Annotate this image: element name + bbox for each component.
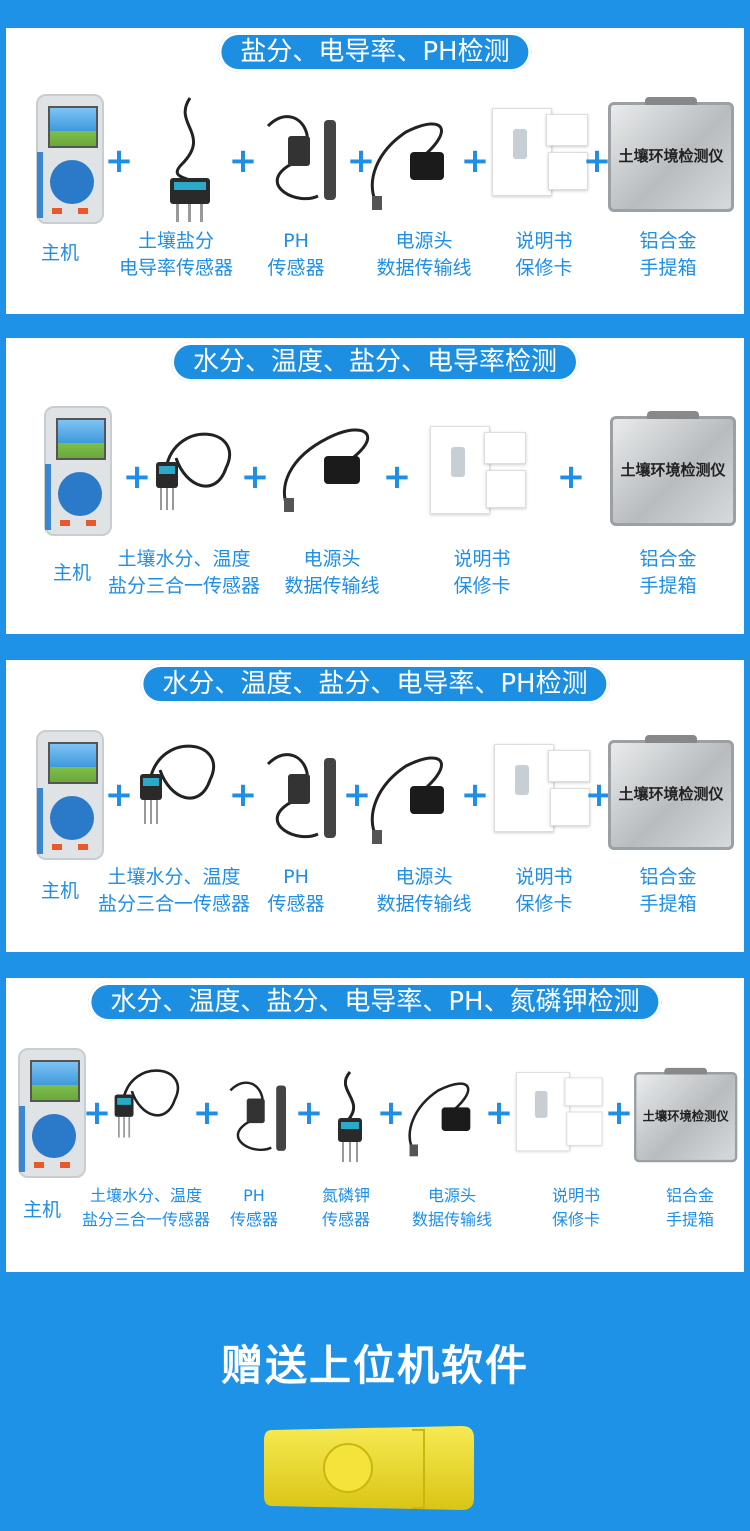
plus-icon: + (556, 457, 586, 497)
plus-icon: + (104, 775, 134, 815)
case-text: 土壤环境检测仪 (618, 785, 724, 803)
ph-sensor-image (266, 115, 336, 201)
host-device-image (32, 90, 104, 224)
plus-icon: + (484, 1093, 514, 1133)
plus-icon: + (346, 141, 376, 181)
usb-drive-image (264, 1426, 474, 1510)
power-adapter-image (282, 428, 370, 512)
plus-icon: + (240, 457, 270, 497)
package-title-4: 水分、温度、盐分、电导率、PH、氮磷钾检测 (88, 982, 662, 1022)
item-label: 说明书保修卡 (453, 548, 511, 597)
manual-card-image (494, 744, 590, 832)
item-label: 主机 (40, 880, 80, 902)
package-title-1: 盐分、电导率、PH检测 (218, 32, 532, 72)
plus-icon: + (228, 775, 258, 815)
npk-sensor-image (338, 1071, 362, 1162)
item-label: 铝合金手提箱 (639, 230, 697, 279)
aluminum-case-image: 土壤环境检测仪 (608, 735, 734, 850)
plus-icon: + (460, 775, 490, 815)
item-label: 说明书保修卡 (515, 230, 573, 279)
item-label: 电源头数据传输线 (376, 866, 472, 915)
host-device-image (14, 1044, 86, 1178)
manual-card-image (516, 1072, 603, 1152)
power-adapter-image (370, 122, 444, 210)
plus-icon: + (294, 1093, 324, 1133)
host-device-image (32, 726, 104, 860)
item-label: 氮磷钾传感器 (321, 1186, 371, 1229)
package-panel-1: 盐分、电导率、PH检测 + + + + + 土壤环境检测仪 主机 土壤盐分电导率… (6, 28, 744, 314)
case-text: 土壤环境检测仪 (618, 147, 724, 165)
case-text: 土壤环境检测仪 (642, 1108, 729, 1124)
ph-sensor-image (229, 1081, 286, 1152)
package-title-2: 水分、温度、盐分、电导率检测 (170, 342, 580, 382)
item-label: 铝合金手提箱 (665, 1186, 715, 1229)
plus-icon: + (376, 1093, 406, 1133)
host-device-image (40, 402, 112, 536)
plus-icon: + (192, 1093, 222, 1133)
manual-card-image (430, 426, 526, 514)
aluminum-case-image: 土壤环境检测仪 (610, 411, 736, 526)
item-label: 土壤盐分电导率传感器 (118, 230, 234, 279)
item-label: 电源头数据传输线 (376, 230, 472, 279)
three-in-one-probe-image (156, 432, 231, 510)
package-panel-3: 水分、温度、盐分、电导率、PH检测 + + + + + 土壤环境检测仪 主机 土… (6, 660, 744, 952)
plus-icon: + (382, 457, 412, 497)
free-software-title: 赠送上位机软件 (220, 1341, 529, 1390)
item-label: 土壤水分、温度盐分三合一传感器 (97, 866, 251, 915)
ph-sensor-image (266, 753, 336, 839)
three-in-one-probe-image (140, 744, 215, 824)
item-label: 主机 (52, 562, 92, 584)
item-label: 电源头数据传输线 (411, 1186, 493, 1229)
item-label: 说明书保修卡 (515, 866, 573, 915)
item-label: 电源头数据传输线 (284, 548, 380, 597)
power-adapter-image (408, 1082, 471, 1157)
item-label: 土壤水分、温度盐分三合一传感器 (81, 1186, 211, 1229)
plus-icon: + (104, 141, 134, 181)
package-panel-2: 水分、温度、盐分、电导率检测 + + + + 土壤环境检测仪 主机 土壤水分、温… (6, 338, 744, 634)
item-label: 说明书保修卡 (551, 1186, 601, 1229)
three-in-one-probe-image (114, 1069, 179, 1138)
package-title-3: 水分、温度、盐分、电导率、PH检测 (140, 664, 610, 704)
item-label: 铝合金手提箱 (639, 548, 697, 597)
case-text: 土壤环境检测仪 (620, 461, 726, 479)
item-label: 主机 (40, 242, 80, 264)
plus-icon: + (582, 141, 612, 181)
plus-icon: + (604, 1093, 634, 1133)
plus-icon: + (228, 141, 258, 181)
manual-card-image (492, 108, 588, 196)
item-label: 土壤水分、温度盐分三合一传感器 (107, 548, 261, 597)
plus-icon: + (342, 775, 372, 815)
power-adapter-image (370, 756, 444, 844)
package-panel-4: 水分、温度、盐分、电导率、PH、氮磷钾检测 + + + + + + (6, 978, 744, 1272)
plus-icon: + (460, 141, 490, 181)
item-label: 铝合金手提箱 (639, 866, 697, 915)
aluminum-case-image: 土壤环境检测仪 (608, 97, 734, 212)
aluminum-case-image: 土壤环境检测仪 (634, 1067, 738, 1163)
plus-icon: + (122, 457, 152, 497)
plus-icon: + (82, 1093, 112, 1133)
item-label: 主机 (22, 1199, 62, 1221)
salinity-probe-image (170, 97, 210, 222)
